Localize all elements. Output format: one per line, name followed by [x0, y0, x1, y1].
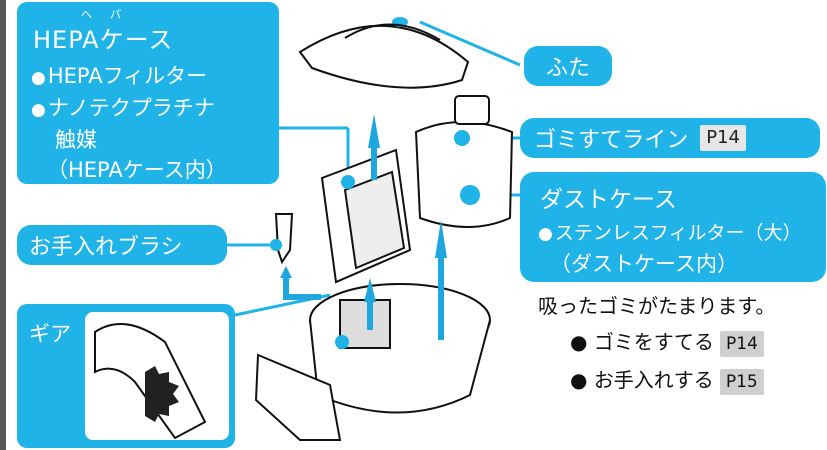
hepa-marker	[341, 175, 355, 189]
gear-closeup	[85, 312, 229, 440]
cleaner-base-drawing	[254, 283, 491, 441]
hepa-case-drawing	[320, 148, 412, 284]
gear-callout: ギア	[17, 304, 235, 448]
page-edge-rule	[0, 0, 6, 450]
arrow-dust-up	[435, 220, 447, 340]
bullet-icon: ●	[570, 368, 594, 392]
dust-case-note: （ダストケース内）	[550, 252, 738, 276]
connector-lid	[419, 20, 521, 67]
arrow-filter-up	[364, 278, 376, 330]
bullet-icon: ●	[31, 100, 46, 120]
brush-body	[274, 213, 294, 265]
lid-rim	[344, 23, 441, 41]
hepa-item-2: ●ナノテクプラチナ	[31, 96, 215, 120]
page-ref-badge: P14	[700, 125, 746, 151]
dust-case-callout: ダストケース ●ステンレスフィルター（大） （ダストケース内）	[520, 172, 826, 282]
base-handle	[254, 353, 342, 441]
base-body	[309, 319, 491, 414]
hepa-note: （HEPAケース内）	[47, 158, 227, 182]
hepa-case-title: HEPAケース	[33, 26, 174, 54]
bullet-icon: ●	[538, 224, 553, 244]
lid-callout: ふた	[524, 46, 612, 86]
dust-case-title: ダストケース	[540, 187, 677, 213]
brush-callout: お手入れブラシ	[17, 225, 227, 265]
arrow-hepa-up	[368, 114, 380, 180]
bullet-icon: ●	[31, 68, 46, 88]
gear-marker	[335, 335, 349, 349]
dust-line-label: ゴミすてライン	[534, 128, 689, 153]
dust-case-handle	[454, 95, 490, 125]
gear-icon	[145, 366, 179, 422]
brush-drawing	[270, 213, 294, 265]
arrow-brush	[280, 266, 321, 300]
lid-dome	[298, 24, 470, 89]
page-ref-badge: P14	[720, 331, 764, 357]
dust-case-body	[414, 121, 514, 228]
hepa-case-callout: へパ HEPAケース ●HEPAフィルター ●ナノテクプラチナ 触媒 （HEPA…	[17, 2, 279, 184]
hepa-item-2-cont: 触媒	[55, 128, 97, 152]
dust-case-item: ●ステンレスフィルター（大）	[538, 222, 802, 244]
page-ref-badge: P15	[719, 369, 764, 395]
gear-label: ギア	[29, 322, 71, 346]
hepa-ruby: へパ	[81, 8, 139, 21]
dust-case-drawing	[414, 95, 514, 228]
lid-drawing	[298, 17, 470, 89]
dust-line-callout: ゴミすてライン P14	[520, 118, 820, 158]
bullet-icon: ●	[570, 330, 594, 354]
brush-marker	[270, 239, 282, 251]
hepa-item-1: ●HEPAフィルター	[31, 64, 208, 88]
collect-text: 吸ったゴミがたまります。	[538, 294, 776, 318]
direction-arrows	[280, 114, 447, 340]
gear-closeup-drawing	[94, 323, 207, 440]
dust-case-marker	[460, 185, 480, 205]
dust-line-marker	[454, 130, 470, 146]
